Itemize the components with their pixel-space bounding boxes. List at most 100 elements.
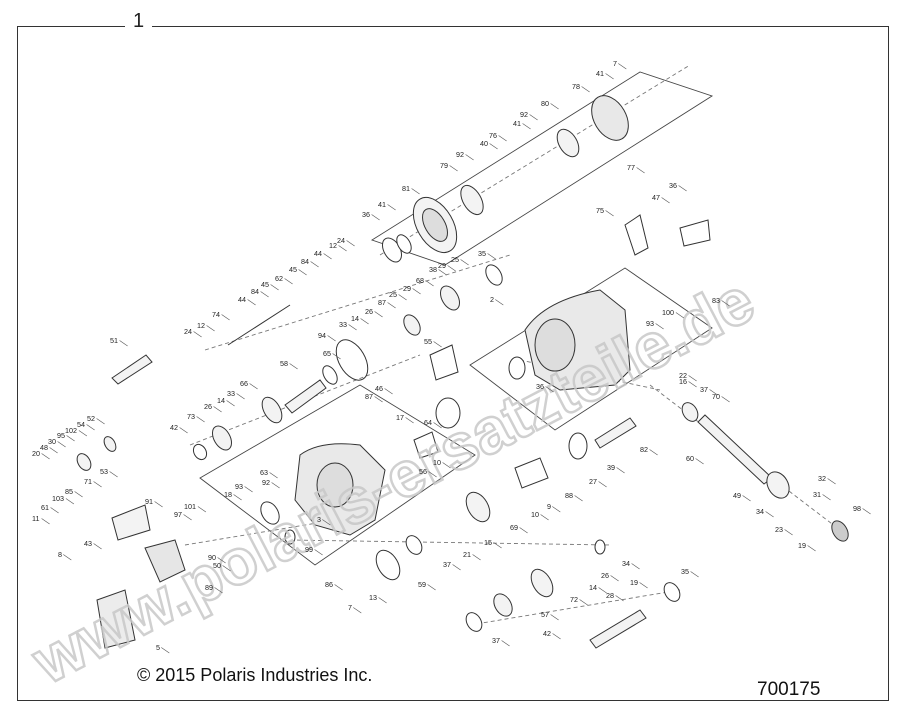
- callout-leader: [65, 498, 75, 505]
- callout-68: 68: [416, 276, 424, 285]
- callout-37: 37: [700, 385, 708, 394]
- callout-19: 19: [630, 578, 638, 587]
- callout-62: 62: [275, 274, 283, 283]
- callout-43: 43: [84, 539, 92, 548]
- shaft-28: [589, 609, 647, 649]
- callout-leader: [387, 302, 396, 309]
- callout-leader: [688, 375, 697, 382]
- callout-10: 10: [433, 458, 441, 467]
- callout-leader: [384, 388, 393, 395]
- callout-leader: [378, 597, 387, 604]
- callout-leader: [695, 458, 704, 465]
- callout-leader: [460, 259, 469, 266]
- callout-leader: [41, 518, 50, 525]
- callout-82: 82: [640, 445, 648, 454]
- callout-leader: [449, 165, 458, 172]
- callout-leader: [353, 607, 362, 614]
- callout-101: 101: [184, 502, 196, 511]
- callout-leader: [74, 491, 83, 498]
- callout-47: 47: [652, 193, 660, 202]
- callout-9: 9: [547, 502, 551, 511]
- callout-leader: [433, 341, 442, 348]
- callout-42: 42: [543, 629, 551, 638]
- callout-19: 19: [798, 541, 806, 550]
- upper-gear-assembly-outline: [370, 71, 714, 266]
- callout-leader: [271, 482, 280, 489]
- shaft-82: [594, 417, 637, 449]
- callout-leader: [498, 135, 507, 142]
- callout-18: 18: [224, 490, 232, 499]
- callout-94: 94: [318, 331, 326, 340]
- callout-leader: [154, 501, 163, 508]
- callout-leader: [206, 325, 215, 332]
- callout-66: 66: [240, 379, 248, 388]
- callout-59: 59: [418, 580, 426, 589]
- callout-29: 29: [403, 284, 411, 293]
- callout-leader: [179, 427, 188, 434]
- callout-leader: [93, 481, 102, 488]
- callout-leader: [270, 284, 279, 291]
- callout-25: 25: [389, 290, 397, 299]
- callout-37: 37: [443, 560, 451, 569]
- callout-11: 11: [32, 514, 39, 523]
- callout-leader: [387, 204, 396, 211]
- callout-34: 34: [622, 559, 630, 568]
- callout-72: 72: [570, 595, 578, 604]
- callout-38: 38: [429, 265, 437, 274]
- callout-91: 91: [145, 497, 153, 506]
- callout-76: 76: [489, 131, 497, 140]
- callout-leader: [655, 323, 664, 330]
- callout-41: 41: [378, 200, 386, 209]
- callout-leader: [428, 471, 437, 478]
- callout-35: 35: [681, 567, 689, 576]
- callout-61: 61: [41, 503, 49, 512]
- callout-leader: [489, 143, 498, 150]
- callout-leader: [438, 269, 447, 276]
- callout-93: 93: [646, 319, 654, 328]
- callout-leader: [540, 514, 549, 521]
- copyright-notice: © 2015 Polaris Industries Inc.: [137, 665, 373, 685]
- callout-87: 87: [365, 392, 373, 401]
- callout-leader: [411, 188, 420, 195]
- callout-leader: [616, 467, 625, 474]
- callout-leader: [197, 506, 207, 513]
- callout-leader: [552, 633, 561, 640]
- callout-69: 69: [510, 523, 518, 532]
- callout-103: 103: [52, 494, 64, 503]
- callout-leader: [360, 318, 369, 325]
- callout-leader: [519, 527, 528, 534]
- gearcase-other-half-outline: [199, 384, 476, 566]
- callout-leader: [405, 417, 414, 424]
- callout-leader: [721, 396, 730, 403]
- callout-41: 41: [596, 69, 604, 78]
- callout-7: 7: [613, 59, 617, 68]
- watermark-text: www.polaris-ersatzteile.de: [20, 263, 765, 697]
- gear-72: [530, 568, 554, 598]
- callout-29: 29: [438, 261, 446, 270]
- callout-leader: [221, 314, 230, 321]
- callout-79: 79: [440, 161, 448, 170]
- callout-leader: [598, 481, 607, 488]
- callout-14: 14: [217, 396, 225, 405]
- callout-leader: [639, 582, 648, 589]
- callout-88: 88: [565, 491, 573, 500]
- callout-leader: [249, 383, 258, 390]
- callout-leader: [86, 424, 95, 431]
- callout-leader: [709, 389, 718, 396]
- shaft-60: [697, 414, 773, 485]
- callout-leader: [472, 554, 481, 561]
- callout-leader: [213, 406, 222, 413]
- callout-leader: [109, 471, 118, 478]
- part-51: [111, 354, 153, 385]
- callout-labels: 7417880924176409279814136241244844562458…: [32, 59, 871, 654]
- callout-leader: [49, 447, 58, 454]
- callout-25: 25: [451, 255, 459, 264]
- gear-68: [440, 285, 460, 311]
- callout-leader: [661, 197, 670, 204]
- callout-55: 55: [424, 337, 432, 346]
- callout-leader: [465, 154, 474, 161]
- callout-24: 24: [184, 327, 192, 336]
- callout-leader: [244, 486, 253, 493]
